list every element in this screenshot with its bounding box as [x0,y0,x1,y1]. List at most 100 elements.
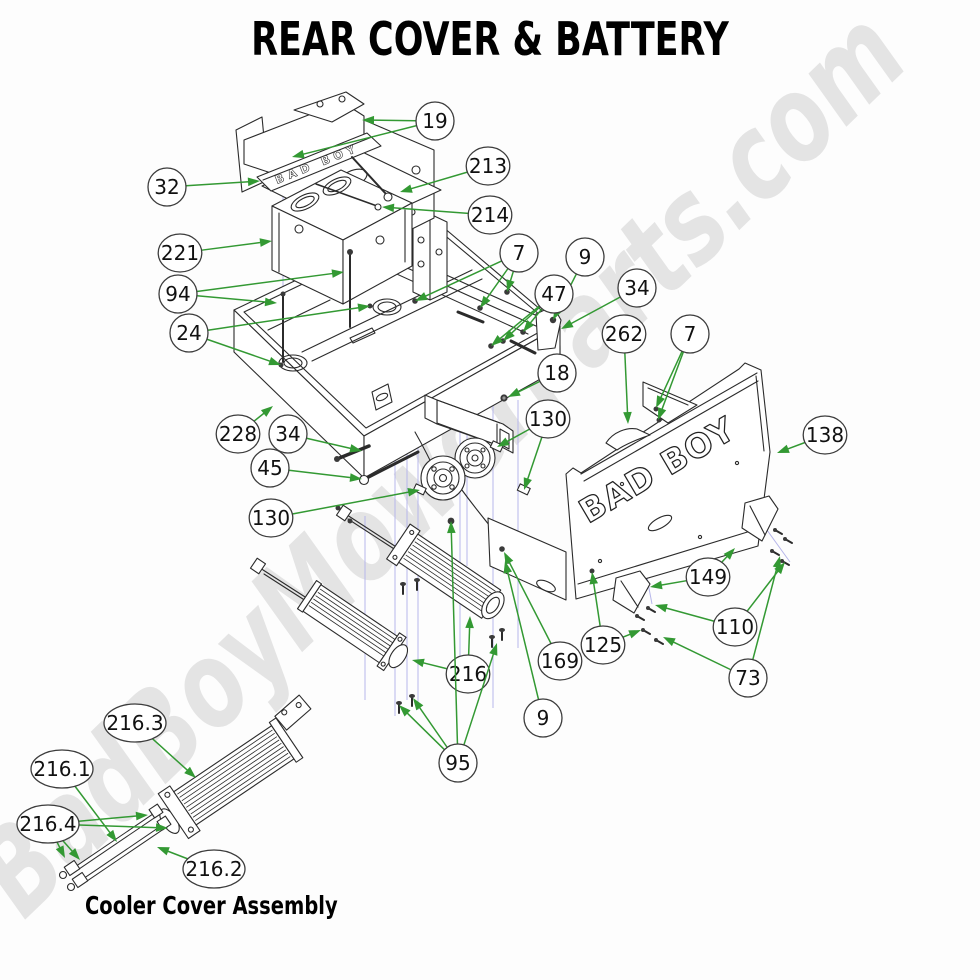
callout-7: 7 [656,314,710,420]
callout-number: 24 [176,321,201,345]
callout-bubble [580,625,626,665]
leader-line [463,651,495,746]
callout-number: 7 [513,241,526,265]
callout-bubble [147,167,187,207]
leader-arrowhead [655,604,668,613]
leader-line [568,296,621,326]
callout-34: 34 [268,414,362,454]
callout-number: 149 [689,565,727,589]
cover-clip [605,428,651,451]
callout-221: 221 [157,233,272,273]
leader-arrowhead [523,477,532,490]
cooler-detail-assembly [58,694,312,892]
callout-130: 130 [497,399,571,490]
callout-bubble [534,274,574,314]
leader-line [206,338,273,363]
leader-line [370,119,417,122]
callout-bubble [250,448,290,488]
callout-125: 125 [580,572,641,665]
callout-19: 19 [292,101,455,159]
leader-arrowhead [561,319,574,329]
leader-line [196,272,336,293]
callout-number: 9 [537,706,550,730]
callout-number: 216.1 [33,757,90,781]
callout-138: 138 [777,415,848,455]
callout-bubble [445,654,491,694]
leader-arrowhead [357,303,370,313]
leader-arrowhead [399,705,411,717]
cooler-hoses [58,803,172,892]
leader-arrowhead [650,580,663,590]
battery-rods [280,156,393,363]
hold-down-rod [351,156,387,195]
callout-number: 47 [541,282,566,306]
leader-arrowhead [523,319,534,332]
leader-arrowhead [68,848,80,860]
cooler-assembly-lower [249,557,505,714]
callout-number: 216.3 [106,711,163,735]
callout-number: 32 [154,175,179,199]
callout-bubble [268,414,308,454]
battery [271,169,413,305]
callout-228: 228 [215,406,273,454]
leader-line [420,661,448,670]
leader-line [201,241,264,251]
leader-line [504,428,530,444]
callout-9: 9 [503,561,563,738]
floor-extension [487,517,567,601]
callout-34: 34 [561,268,657,329]
callout-number: 73 [735,666,760,690]
leader-arrowhead [506,279,515,292]
callout-7: 7 [415,233,539,308]
rear-cover-panel: BAD BOY [565,362,771,600]
callout-number: 216.4 [19,812,76,836]
page-title: REAR COVER & BATTERY [251,12,729,66]
callout-110: 110 [655,562,785,647]
callout-32: 32 [147,167,260,207]
callout-number: 45 [257,456,282,480]
callout-number: 262 [605,322,643,346]
cooler-mount-bolts [396,578,505,714]
idler-pulley-front [420,455,466,501]
leader-arrowhead [184,766,196,778]
callout-bubble [537,353,577,393]
leader-arrowhead [658,407,667,420]
callout-bubble [248,498,294,538]
bracket-bolts-right [770,528,793,566]
leader-arrowhead [155,823,168,832]
callout-bubble [685,557,731,597]
callout-149: 149 [650,548,735,597]
leader-arrowhead [503,329,515,341]
callout-213: 213 [400,146,511,193]
leader-arrowhead [331,269,344,278]
leader-arrowhead [259,238,272,247]
callout-bubble [523,698,563,738]
callout-number: 130 [529,407,567,431]
leader-line [528,308,543,326]
idler-pulleys [334,437,531,501]
leader-line [592,580,601,627]
leader-line [185,180,252,187]
leader-line [78,824,160,829]
leader-arrowhead [382,203,395,213]
callout-number: 228 [219,422,257,446]
callout-169: 169 [504,552,583,681]
leader-arrowhead [349,444,362,453]
leader-arrowhead [777,444,790,453]
leader-arrowhead [628,630,641,639]
leader-line [292,490,412,515]
leader-line [663,606,715,623]
callout-number: 18 [544,361,569,385]
leader-arrowhead [663,637,676,647]
leader-arrowhead [157,847,170,856]
callout-number: 214 [471,203,509,227]
callout-number: 95 [445,751,470,775]
leader-line [497,305,540,341]
callout-bubble [30,749,94,789]
callout-bubble [157,233,203,273]
leader-arrowhead [508,387,521,397]
leader-arrowhead [772,556,782,569]
callout-number: 125 [584,633,622,657]
callout-214: 214 [382,195,513,235]
